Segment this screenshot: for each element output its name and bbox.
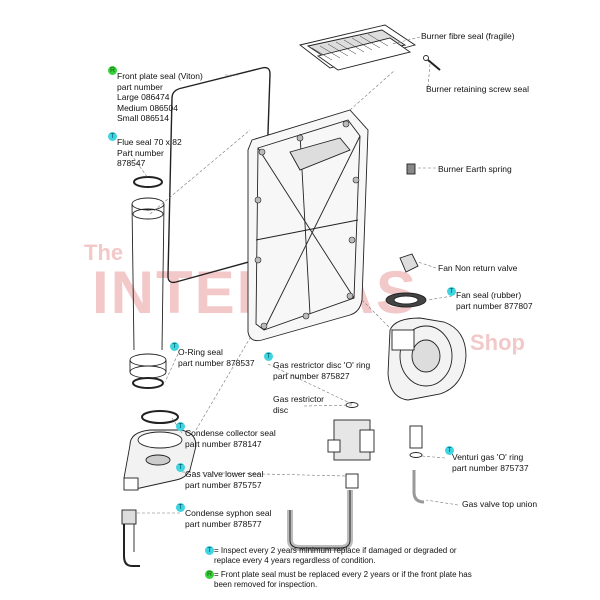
label-gas-restrictor-disc-line1: Gas restrictor — [273, 394, 325, 404]
label-condense-collector-seal-line2: part number 878147 — [185, 438, 262, 449]
label-gas-restrictor-disc: Gas restrictor disc — [273, 394, 324, 415]
label-burner-fibre-seal: Burner fibre seal (fragile) — [421, 31, 515, 42]
label-gas-valve-top-union-text: Gas valve top union — [462, 499, 538, 509]
label-fan-non-return-valve: Fan Non return valve — [438, 263, 517, 274]
label-gas-valve-lower-seal-line1: Gas valve lower seal — [185, 469, 264, 479]
label-fan-seal: Fan seal (rubber) part number 877807 — [456, 290, 533, 311]
label-gas-restrictor-disc-o-ring-line1: Gas restrictor disc 'O' ring — [273, 360, 371, 370]
label-front-plate-seal-line5: Small 086514 — [117, 113, 169, 123]
label-flue-seal: Flue seal 70 x 82 Part number 878547 — [117, 137, 182, 169]
watermark-shop: Shop — [470, 330, 525, 355]
label-gas-valve-lower-seal: Gas valve lower seal part number 875757 — [185, 469, 263, 490]
inspect-marker-icon: T — [176, 422, 185, 431]
label-gas-valve-top-union: Gas valve top union — [462, 499, 537, 510]
venturi-part — [409, 425, 425, 504]
label-front-plate-seal: Front plate seal (Viton) part number Lar… — [117, 71, 203, 124]
burner-earth-spring-part — [406, 163, 416, 175]
label-front-plate-seal-line4: Medium 086504 — [117, 102, 178, 113]
label-condense-collector-seal: Condense collector seal part number 8781… — [185, 428, 276, 449]
inspect-marker-icon: T — [264, 352, 273, 361]
condense-collector-part — [123, 410, 197, 491]
label-venturi-gas-o-ring-line1: Venturi gas 'O' ring — [452, 452, 524, 462]
label-burner-earth-spring: Burner Earth spring — [438, 164, 512, 175]
label-burner-fibre-seal-text: Burner fibre seal (fragile) — [421, 31, 515, 41]
label-gas-valve-lower-seal-line2: part number 875757 — [185, 479, 262, 490]
label-front-plate-seal-line3: Large 086474 — [117, 92, 170, 102]
label-fan-seal-line1: Fan seal (rubber) — [456, 290, 522, 300]
front-plate-part — [247, 109, 369, 342]
label-flue-seal-line2: Part number — [117, 147, 164, 158]
label-gas-restrictor-disc-line2: disc — [273, 404, 289, 415]
note-inspect: = Inspect every 2 years minimum replace … — [214, 546, 457, 565]
label-flue-seal-line3: 878547 — [117, 158, 146, 168]
gas-valve-part — [327, 402, 375, 489]
label-condense-syphon-seal-line2: part number 878577 — [185, 518, 262, 529]
label-burner-earth-spring-text: Burner Earth spring — [438, 164, 512, 174]
replace-marker-icon: R — [108, 66, 117, 75]
label-condense-collector-seal-line1: Condense collector seal — [185, 428, 276, 438]
label-fan-seal-line2: part number 877807 — [456, 300, 533, 311]
label-gas-restrictor-disc-o-ring-line2: part number 875827 — [273, 370, 350, 381]
label-condense-syphon-seal: Condense syphon seal part number 878577 — [185, 508, 271, 529]
label-burner-retaining-screw-seal-text: Burner retaining screw seal — [426, 84, 529, 94]
label-gas-restrictor-disc-o-ring: Gas restrictor disc 'O' ring part number… — [273, 360, 370, 381]
label-flue-seal-line1: Flue seal 70 x 82 — [117, 137, 182, 147]
burner-fibre-seal-part — [298, 24, 417, 71]
label-burner-retaining-screw-seal: Burner retaining screw seal — [426, 84, 529, 95]
replace-marker-icon: R — [205, 570, 214, 579]
label-venturi-gas-o-ring-line2: part number 875737 — [452, 462, 529, 473]
label-venturi-gas-o-ring: Venturi gas 'O' ring part number 875737 — [452, 452, 529, 473]
inspect-marker-icon: T — [176, 503, 185, 512]
label-front-plate-seal-line1: Front plate seal (Viton) — [117, 71, 203, 81]
fan-assembly-part — [385, 292, 467, 401]
note-replace: = Front plate seal must be replaced ever… — [214, 570, 472, 589]
condense-syphon-part — [121, 509, 140, 567]
label-o-ring-seal: O-Ring seal part number 878537 — [178, 347, 255, 368]
flue-tube-part — [129, 176, 167, 389]
inspect-marker-icon: T — [447, 287, 456, 296]
inspect-marker-icon: T — [170, 342, 179, 351]
label-front-plate-seal-line2: part number — [117, 81, 163, 92]
inspect-marker-icon: T — [108, 132, 117, 141]
gas-pipe-part — [287, 490, 353, 551]
fan-non-return-valve-part — [399, 253, 419, 273]
label-o-ring-seal-line2: part number 878537 — [178, 357, 255, 368]
label-condense-syphon-seal-line1: Condense syphon seal — [185, 508, 272, 518]
label-o-ring-seal-line1: O-Ring seal — [178, 347, 223, 357]
burner-screw-part — [423, 55, 441, 71]
inspect-marker-icon: T — [176, 463, 185, 472]
label-fan-non-return-valve-text: Fan Non return valve — [438, 263, 518, 273]
watermark-the: The — [84, 240, 124, 265]
inspect-marker-icon: T — [445, 446, 454, 455]
inspect-marker-icon: T — [205, 546, 214, 555]
